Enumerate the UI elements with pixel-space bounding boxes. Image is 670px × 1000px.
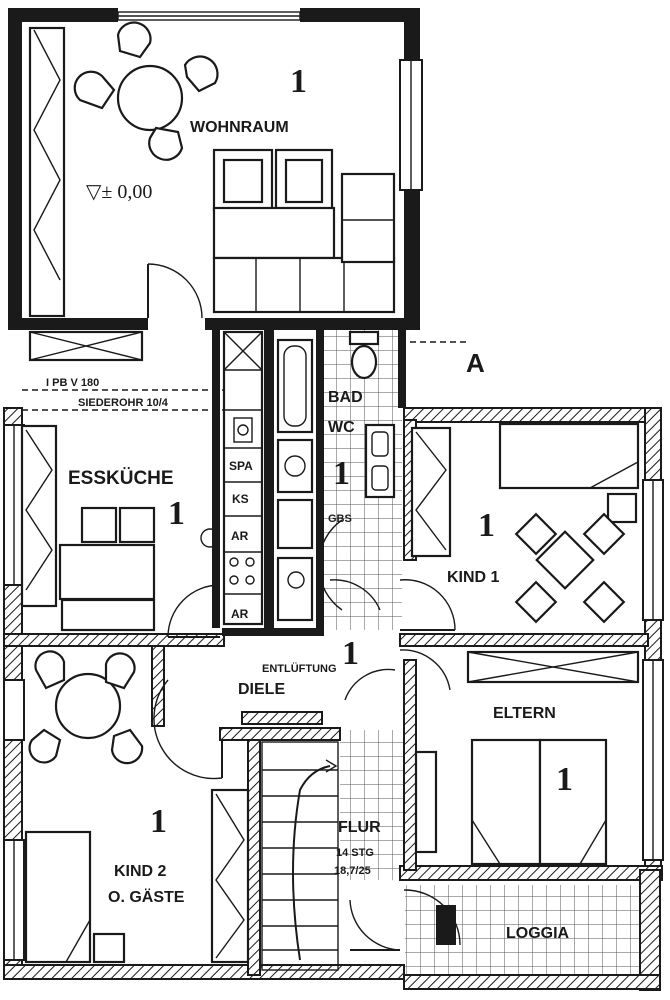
appliance-ar-2: AR [231, 607, 249, 621]
window-kind2 [3, 679, 25, 741]
label-kind2: KIND 2 [114, 863, 167, 880]
number-kind2: 1 [150, 803, 167, 840]
staircase [261, 741, 339, 971]
interior-walls [212, 328, 406, 636]
section-marker-a: A [466, 348, 485, 378]
number-wohnraum: 1 [290, 63, 307, 100]
hall-tiles [340, 730, 405, 880]
cabinet-strip [22, 330, 262, 411]
label-eltern: ELTERN [493, 705, 556, 722]
number-esskueche: 1 [168, 495, 185, 532]
label-loggia: LOGGIA [506, 925, 570, 942]
kind2-furniture [24, 650, 250, 964]
appliance-ar-1: AR [231, 529, 249, 543]
pipe-note-2: SIEDEROHR 10/4 [78, 397, 169, 409]
flur-ratio: 18,7/25 [334, 865, 371, 877]
kind1-furniture [410, 422, 640, 624]
label-kind1: KIND 1 [447, 569, 500, 586]
label-entlueftung: ENTLÜFTUNG [262, 662, 337, 675]
eltern-furniture [414, 650, 640, 866]
label-kind2-sub: O. GÄSTE [108, 888, 185, 906]
label-wc: WC [328, 419, 355, 436]
kitchen-units [222, 330, 264, 626]
label-esskueche: ESSKÜCHE [68, 468, 174, 489]
number-bad: 1 [333, 455, 350, 492]
label-diele: DIELE [238, 681, 285, 698]
flur-steps: 14 STG [336, 847, 374, 859]
label-wohnraum: WOHNRAUM [190, 119, 289, 136]
number-diele: 1 [342, 635, 359, 672]
wohnraum-furniture [28, 21, 396, 319]
appliance-ks: KS [232, 492, 249, 506]
loggia-post [436, 905, 456, 945]
esskueche-furniture [20, 424, 220, 632]
appliance-gbs: GBS [328, 513, 352, 525]
exterior-walls [8, 8, 423, 330]
number-eltern: 1 [556, 761, 573, 798]
level-marker: ▽± 0,00 [86, 181, 152, 203]
label-flur: FLUR [338, 819, 381, 836]
appliance-spa: SPA [229, 459, 253, 473]
number-kind1: 1 [478, 507, 495, 544]
label-bad: BAD [328, 389, 363, 406]
bathroom-fixtures [276, 330, 470, 622]
diele-radiator [241, 711, 323, 725]
pipe-note-1: I PB V 180 [46, 377, 99, 389]
